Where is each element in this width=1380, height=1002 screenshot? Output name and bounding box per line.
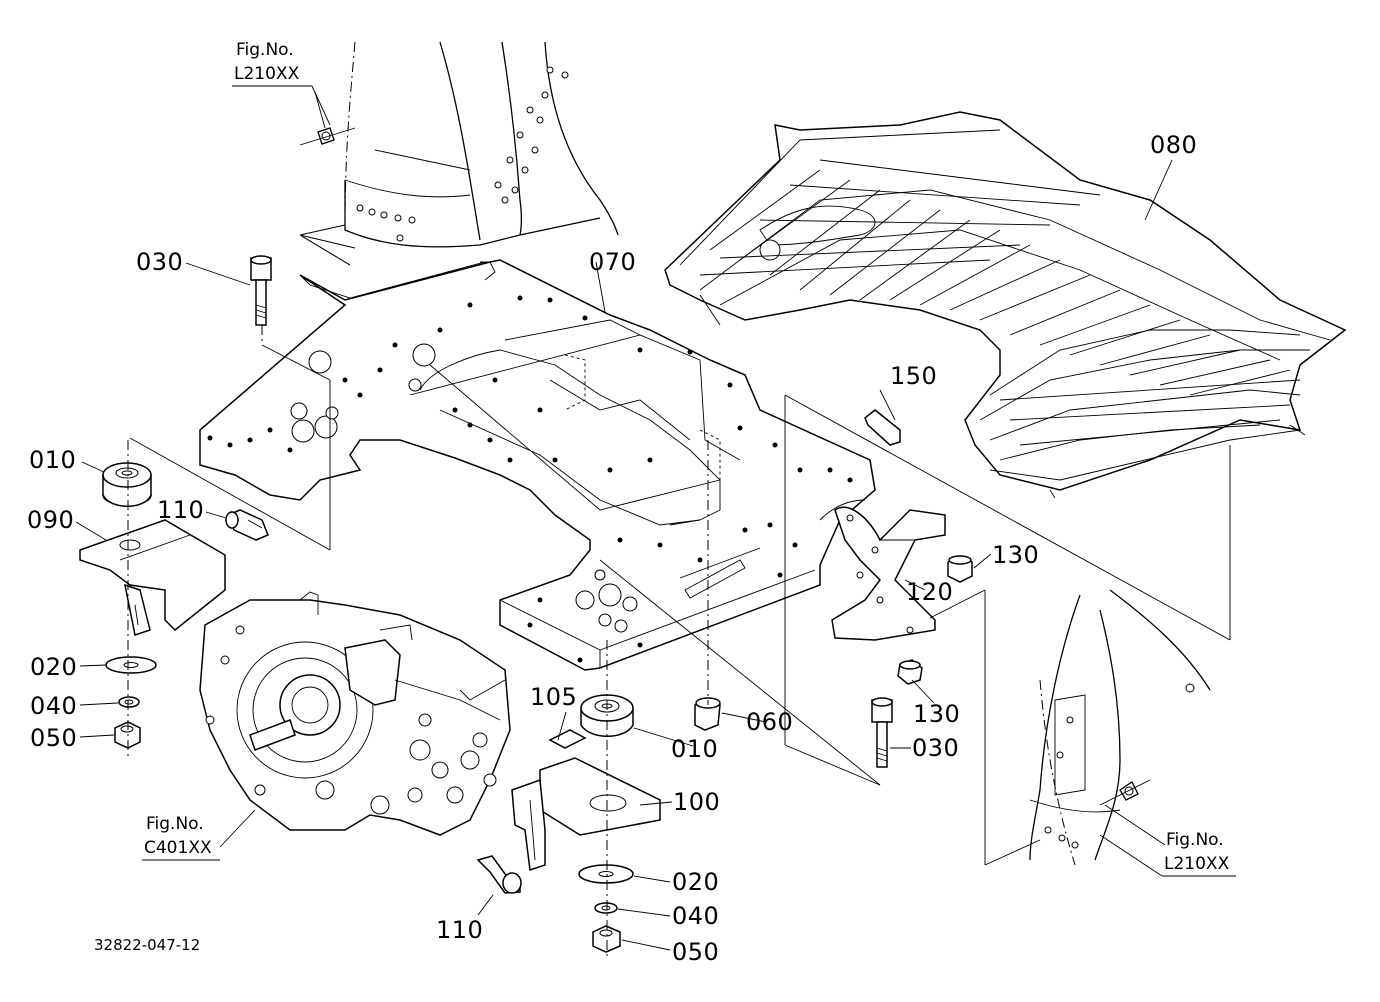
- floor-mat-080: [664, 111, 1347, 499]
- lock-washer-040-center: [594, 902, 618, 914]
- callout-120: 120: [906, 578, 953, 606]
- callout-100: 100: [673, 788, 720, 816]
- callout-040-left: 040: [30, 692, 77, 720]
- bolt-130-lower: [897, 659, 923, 685]
- callout-080: 080: [1150, 131, 1197, 159]
- callout-050-left: 050: [30, 724, 77, 752]
- callout-130-lower: 130: [913, 700, 960, 728]
- bracket-090: [79, 519, 226, 636]
- figure-ref-number: L210XX: [1164, 854, 1230, 874]
- bolt-110-bottom: [476, 855, 522, 894]
- callout-010-center: 010: [671, 735, 718, 763]
- callout-105: 105: [530, 683, 577, 711]
- plate-small-holes: [207, 295, 853, 663]
- figure-ref-top: Fig.No. L210XX: [232, 40, 331, 126]
- callout-090: 090: [27, 506, 74, 534]
- callout-040-center: 040: [672, 902, 719, 930]
- washer-020-center: [578, 864, 634, 884]
- bolt-030-right: [871, 697, 893, 768]
- leader-lines: [75, 91, 1231, 951]
- rubber-mount-010-left: [102, 462, 152, 507]
- callout-020-center: 020: [672, 868, 719, 896]
- figure-ref-caption: Fig.No.: [1166, 830, 1224, 850]
- callout-130-upper: 130: [992, 541, 1039, 569]
- callout-030-right: 030: [912, 734, 959, 762]
- bracket-100: [511, 757, 661, 872]
- bracket-120: [831, 506, 946, 641]
- figure-ref-caption: Fig.No.: [146, 814, 204, 834]
- washer-020-left: [105, 656, 157, 674]
- bolt-130-upper: [947, 555, 973, 583]
- bracket-150: [864, 409, 901, 446]
- fender-bolt-top: [299, 127, 356, 146]
- plate-105: [548, 729, 587, 749]
- figure-ref-bottom-right: Fig.No. L210XX: [1099, 830, 1236, 877]
- rear-fender-left: [299, 41, 619, 266]
- part-callouts: 030 070 080 150 010 090 110 130 120 020 …: [27, 131, 1197, 966]
- callout-050-center: 050: [672, 938, 719, 966]
- rear-fender-right: [1029, 589, 1211, 866]
- plate-holes: [290, 343, 638, 633]
- lock-washer-040-left: [118, 696, 140, 708]
- nut-050-center: [592, 925, 621, 953]
- bolt-110-left: [225, 509, 269, 541]
- callout-150: 150: [890, 362, 937, 390]
- cushion-060: [694, 697, 721, 731]
- drawing-number: 32822-047-12: [94, 936, 200, 954]
- fender-bolt-holes: [356, 66, 569, 242]
- callout-070: 070: [589, 248, 636, 276]
- floor-plate-070: [199, 259, 876, 671]
- callout-010-left: 010: [29, 446, 76, 474]
- figure-ref-number: L210XX: [234, 64, 300, 84]
- mat-grid: [699, 159, 1301, 446]
- figure-ref-number: C401XX: [144, 838, 212, 858]
- transmission-housing: [199, 591, 511, 836]
- callout-030-top: 030: [136, 248, 183, 276]
- callout-110-bottom: 110: [436, 916, 483, 944]
- bolt-030-top: [250, 255, 272, 326]
- figure-ref-transmission: Fig.No. C401XX: [142, 814, 220, 861]
- figure-ref-caption: Fig.No.: [236, 40, 294, 60]
- callout-060: 060: [746, 708, 793, 736]
- callout-110-left: 110: [157, 496, 204, 524]
- callout-020-left: 020: [30, 653, 77, 681]
